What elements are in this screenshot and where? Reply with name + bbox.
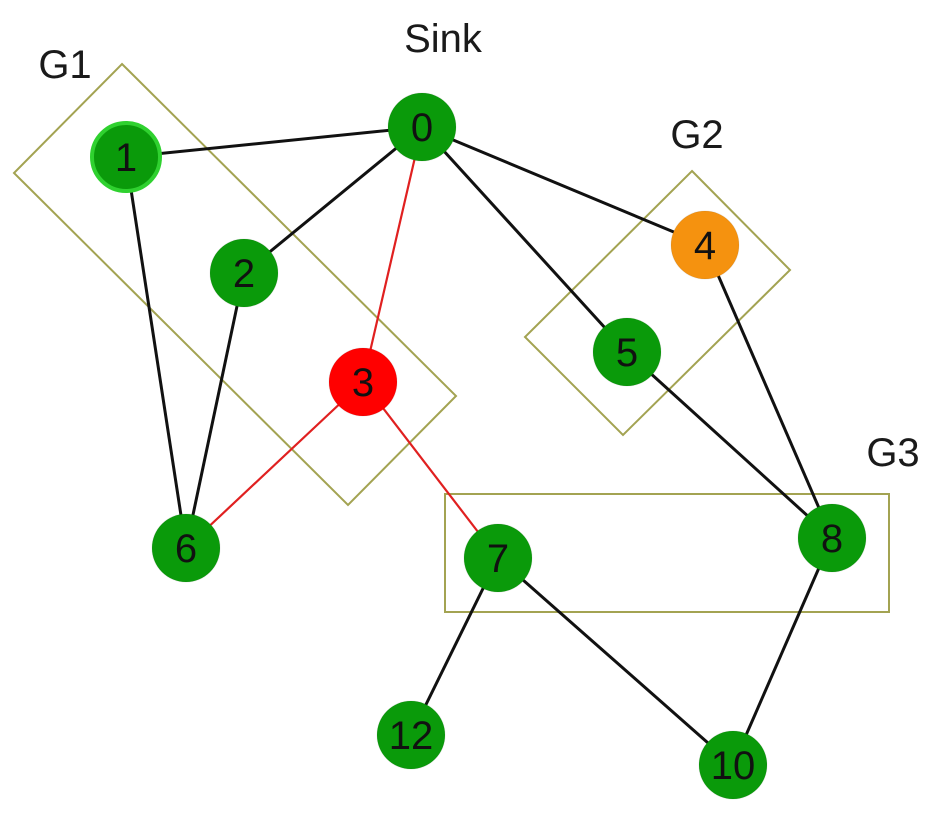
node-7[interactable]: 7 [463,523,533,593]
node-5[interactable]: 5 [592,317,662,387]
node-circle [376,700,446,770]
group-label-g3: G3 [866,431,919,475]
node-label: 5 [616,331,638,375]
group-box-g1 [12,62,458,507]
node-label: 8 [821,517,843,561]
node-label: 6 [175,527,197,571]
edge-0-5 [420,125,629,354]
node-8[interactable]: 8 [797,503,867,573]
node-label: 12 [389,714,434,758]
node-circle [151,513,221,583]
node-12[interactable]: 12 [376,700,446,770]
edge-0-2 [243,125,423,275]
node-label: 3 [352,361,374,405]
edge-4-8 [703,244,834,539]
node-circle [797,503,867,573]
group-label-g2: G2 [670,113,723,157]
node-circle [90,121,162,193]
node-label: 10 [711,744,756,788]
node-label: 4 [694,224,716,268]
edge-0-3 [361,126,424,383]
edge-8-10 [731,537,834,766]
group-box-g3 [444,493,890,613]
edge-2-6 [184,272,246,549]
node-circle [209,238,279,308]
node-circle [592,317,662,387]
group-label-g1: G1 [38,43,91,87]
node-circle [387,92,457,162]
node-circle [463,523,533,593]
edge-5-8 [625,350,834,540]
edge-7-10 [497,556,734,767]
node-2[interactable]: 2 [209,238,279,308]
node-label: 1 [115,136,137,180]
node-6[interactable]: 6 [151,513,221,583]
edge-1-6 [124,156,188,549]
node-10[interactable]: 10 [698,730,768,800]
sink-label: Sink [404,17,483,61]
node-circle [670,210,740,280]
node-circle [698,730,768,800]
node-3[interactable]: 3 [328,347,398,417]
group-box-g2 [523,169,792,437]
node-1[interactable]: 1 [90,121,162,193]
node-0[interactable]: 0 [387,92,457,162]
node-label: 7 [487,537,509,581]
node-circle [328,347,398,417]
edge-3-7 [362,381,499,559]
node-4[interactable]: 4 [670,210,740,280]
node-label: 0 [411,106,433,150]
node-label: 2 [233,252,255,296]
edge-0-1 [125,125,423,159]
edge-0-4 [421,125,706,247]
edge-3-6 [185,381,364,549]
